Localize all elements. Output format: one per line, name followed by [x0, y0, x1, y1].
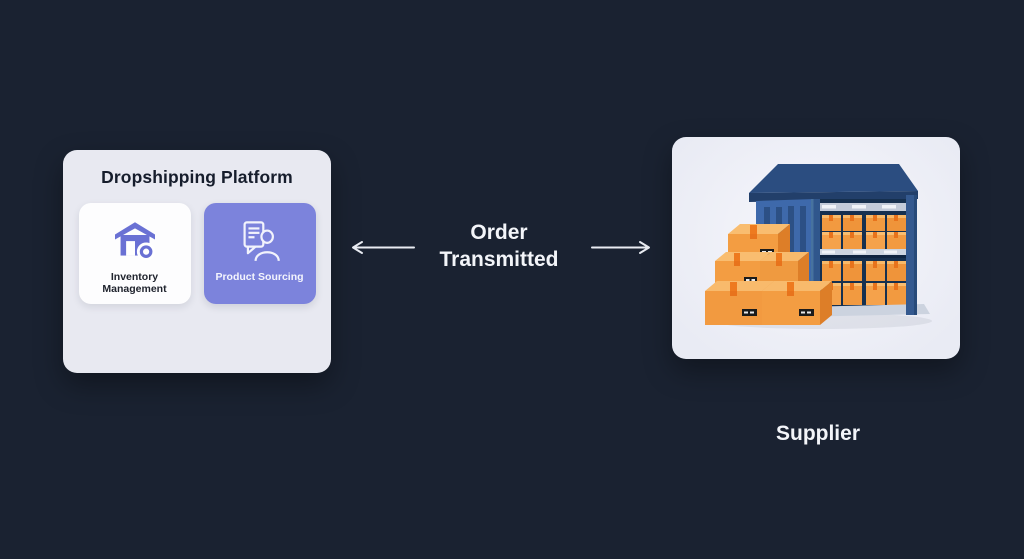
- warehouse-illustration: [705, 164, 932, 329]
- order-transmitted-label: Order Transmitted: [399, 219, 599, 273]
- order-transmitted-line1: Order: [470, 221, 528, 244]
- arrow-left-icon: [349, 240, 416, 260]
- order-transmitted-line2: Transmitted: [439, 248, 559, 271]
- arrow-right-icon: [590, 240, 653, 260]
- warehouse-badge-icon: [112, 209, 158, 271]
- inventory-management-tile: Inventory Management: [78, 203, 191, 304]
- document-person-icon: [238, 209, 282, 271]
- product-sourcing-label: Product Sourcing: [215, 271, 304, 283]
- dropshipping-platform-card: Dropshipping Platform Inventory Manageme…: [63, 150, 331, 373]
- platform-tiles: Inventory Management Product Sourcing: [63, 203, 331, 304]
- product-sourcing-tile: Product Sourcing: [203, 203, 316, 304]
- platform-card-title: Dropshipping Platform: [101, 167, 293, 187]
- inventory-management-label: Inventory Management: [102, 271, 167, 295]
- supplier-card: [672, 137, 960, 359]
- supplier-label: Supplier: [775, 422, 860, 445]
